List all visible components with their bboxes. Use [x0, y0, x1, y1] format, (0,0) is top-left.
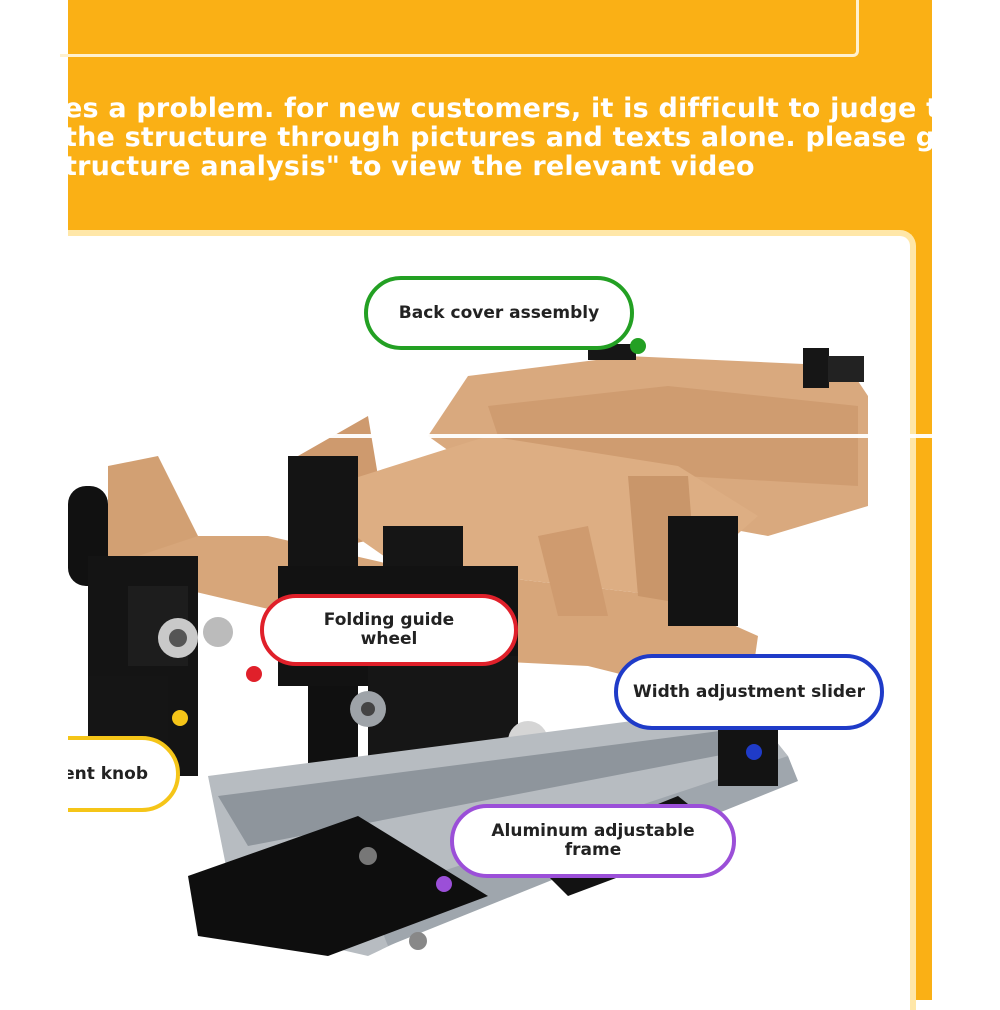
callout-aluminum-line-1: Aluminum adjustable [491, 821, 695, 841]
image-seam-line [68, 434, 932, 438]
back-cover-marker-dot [630, 338, 646, 354]
callout-knob-label: ent knob [63, 763, 148, 784]
callout-folding-guide-line-1: Folding guide [323, 610, 455, 630]
width-slider-marker-dot [746, 744, 762, 760]
knob-marker-dot [172, 710, 188, 726]
headline-text: es a problem. for new customers, it is d… [64, 93, 996, 182]
callout-back-cover-assembly: Back cover assembly [364, 276, 634, 350]
callout-folding-guide-line-2: wheel [360, 629, 418, 649]
top-frame-border [60, 0, 859, 57]
callout-width-slider-label: Width adjustment slider [633, 681, 865, 702]
aluminum-frame-marker-dot [436, 876, 452, 892]
callout-aluminum-line-2: frame [564, 840, 622, 860]
right-margin [932, 0, 1000, 1000]
callout-width-adjustment-slider: Width adjustment slider [614, 654, 884, 730]
headline-line-3: tructure analysis" to view the relevant … [64, 151, 755, 182]
folding-guide-marker-dot [246, 666, 262, 682]
headline-line-2: the structure through pictures and texts… [64, 122, 996, 153]
callout-back-cover-label: Back cover assembly [398, 302, 600, 323]
left-margin-overlay [0, 230, 68, 1000]
headline-line-1: es a problem. for new customers, it is d… [64, 93, 978, 124]
